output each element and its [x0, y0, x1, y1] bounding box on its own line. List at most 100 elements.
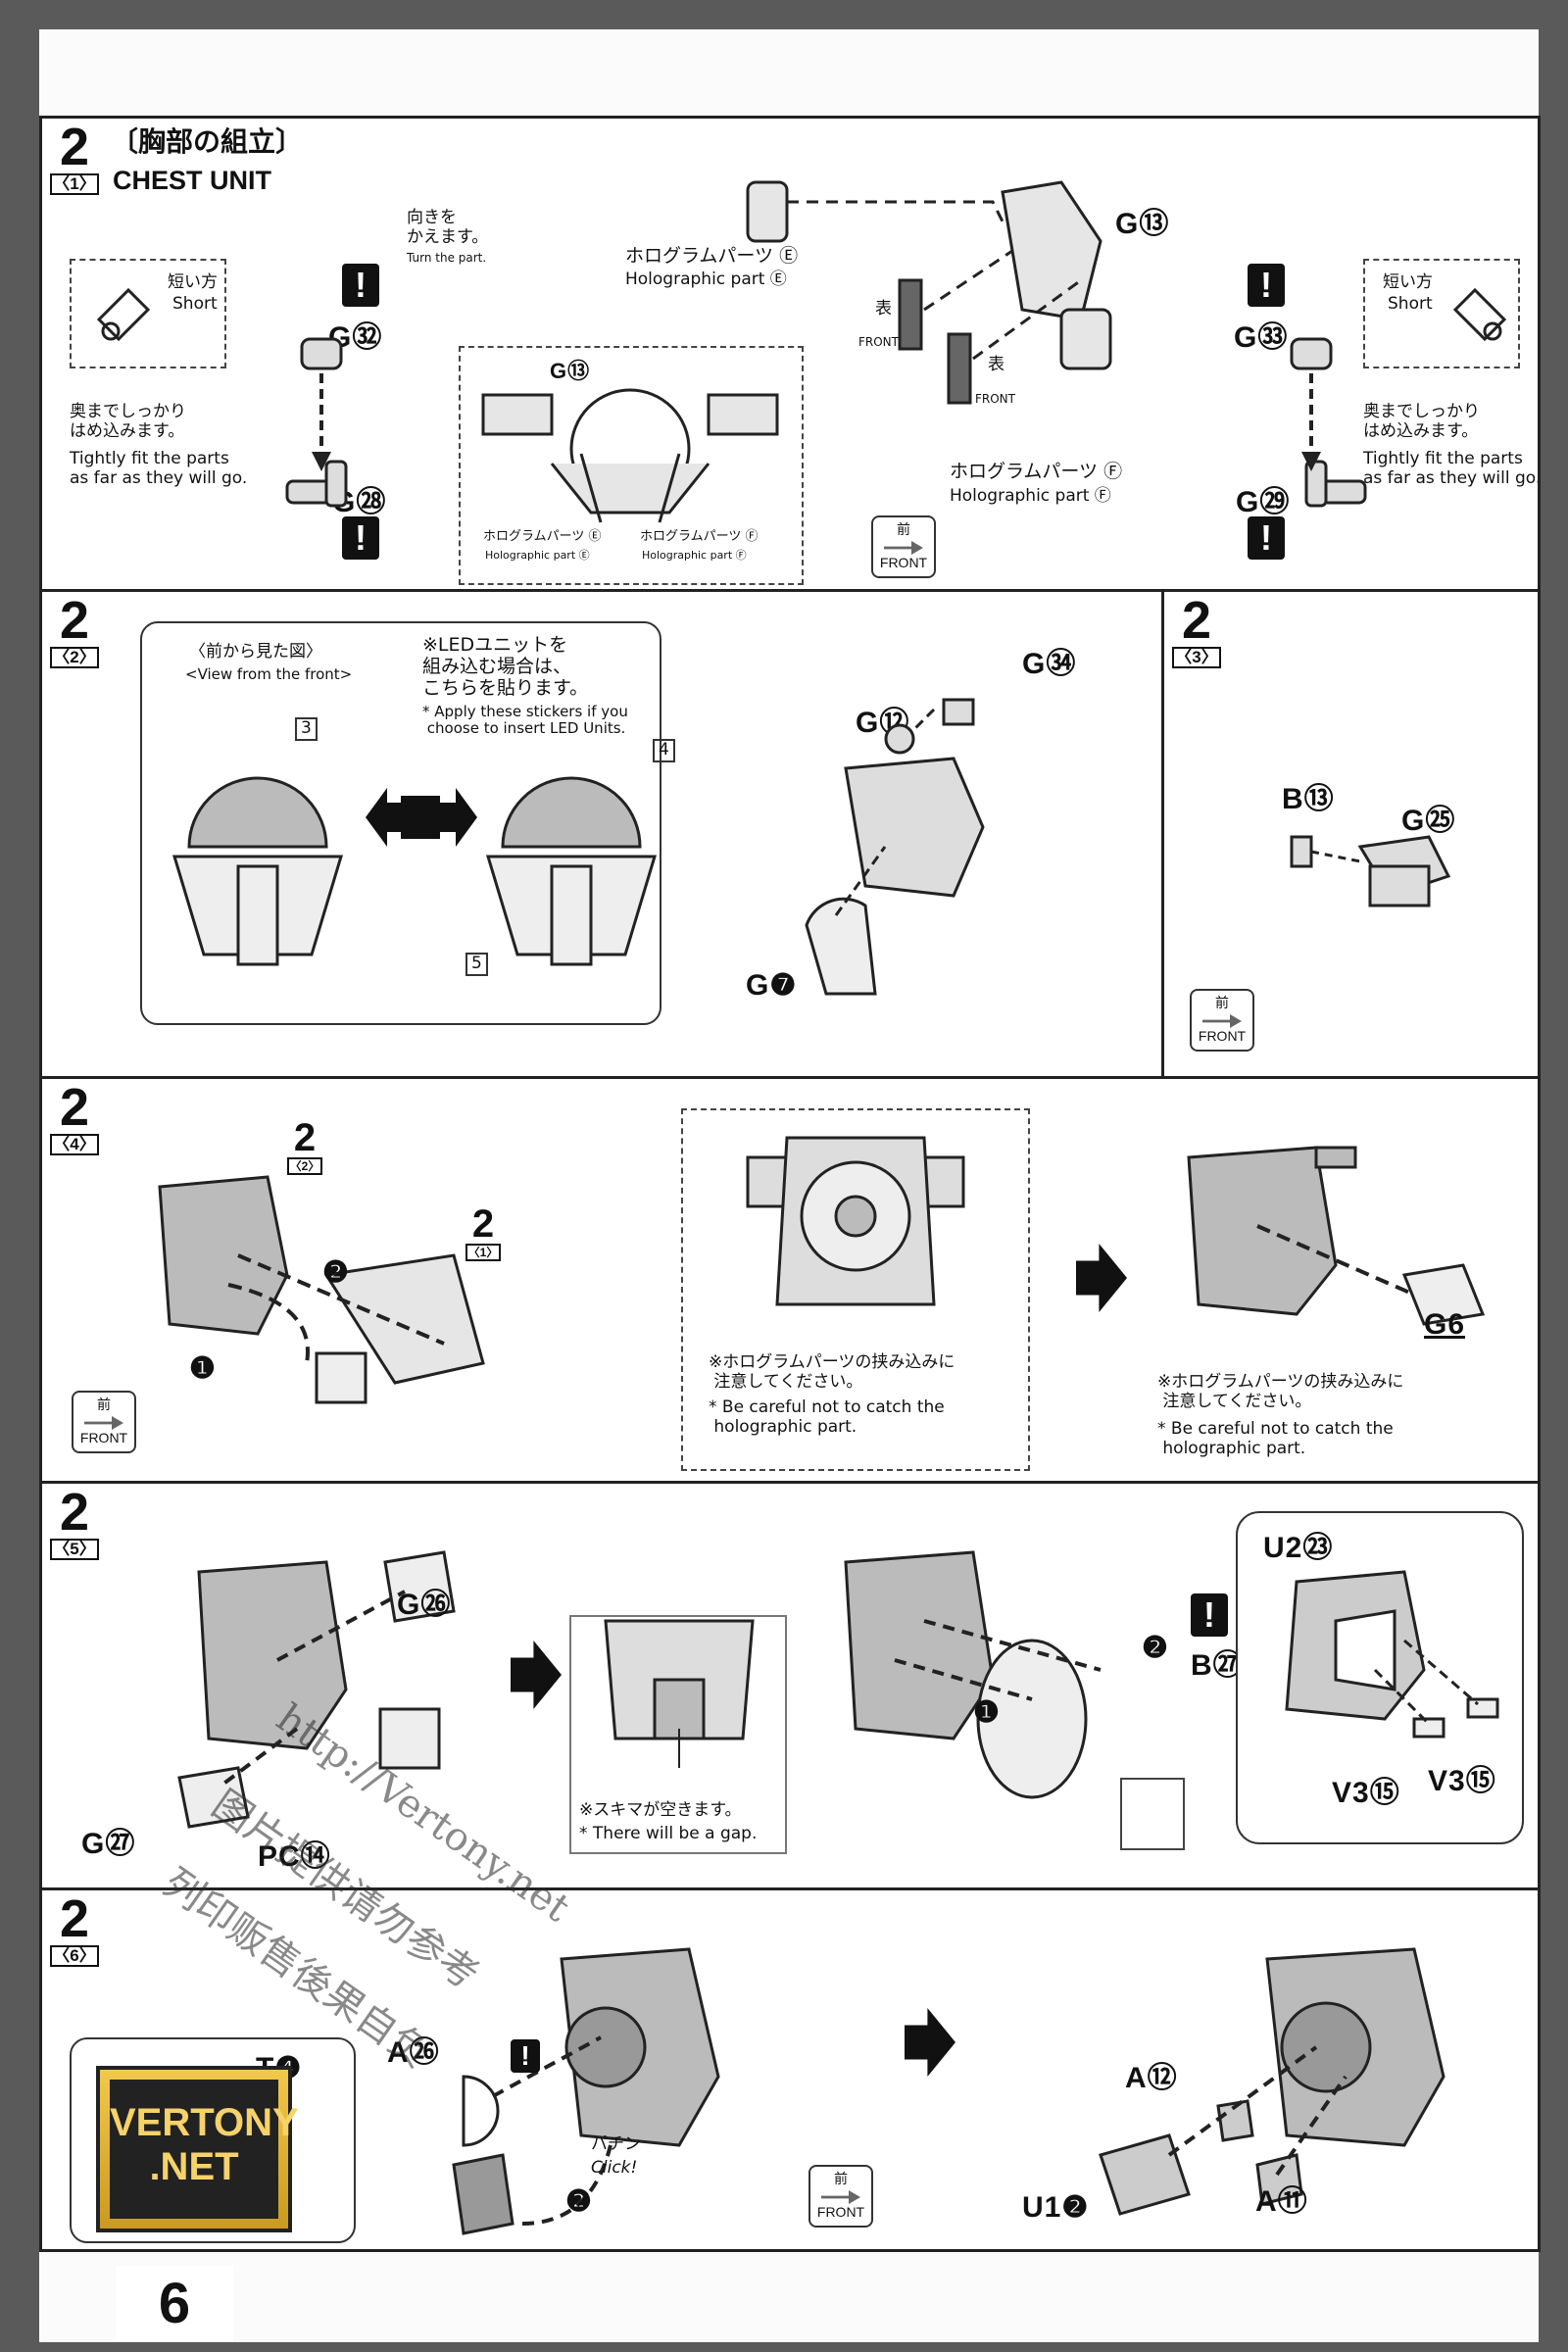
part-g13-inset: G⑬ [550, 359, 591, 383]
step-number: 2 〈6〉 [50, 1892, 99, 1967]
step-num-2: ❷ [1142, 1632, 1169, 1664]
omote-label: 表 [875, 299, 892, 318]
part-u12: U1❷ [1022, 2191, 1090, 2224]
sub-assembly-drawing [1290, 835, 1451, 907]
chest-core-assembly-drawing [158, 1175, 485, 1404]
part-a26: A㉖ [387, 2036, 440, 2069]
holo-f-label-jp: ホログラムパーツ Ⓕ [950, 461, 1123, 482]
short-part-box-left [70, 259, 226, 368]
chest-side-assembly-drawing [1187, 1146, 1486, 1326]
part-b27: B㉗ [1191, 1649, 1244, 1682]
part-a11: A⑪ [1255, 2185, 1308, 2218]
step-number: 2 〈2〉 [50, 594, 99, 668]
turn-note-jp: 向きを かえます。 [407, 208, 489, 247]
warning-icon: ! [1248, 264, 1285, 307]
part-b13: B⑬ [1282, 783, 1335, 815]
holo-caution-en: * Be careful not to catch the holographi… [709, 1397, 945, 1437]
view-front-en: <View from the front> [185, 665, 353, 683]
holo-e-small-en: Holographic part Ⓔ [485, 549, 590, 562]
chest-front-drawing-left [172, 776, 344, 966]
chest-body-drawing-5b [844, 1550, 1102, 1799]
holo-f-small-en: Holographic part Ⓕ [642, 549, 747, 562]
part-g34: G㉞ [1022, 648, 1077, 680]
sticker-5: 5 [466, 953, 488, 976]
warning-icon: ! [1248, 516, 1285, 560]
short-part-icon-left [96, 287, 151, 342]
short-label-jp-left: 短い方 [168, 272, 218, 292]
step-num-2: ❷ [322, 1256, 350, 1289]
fit-note-jp-left: 奥までしっかり はめ込みます。 [70, 402, 186, 441]
part-g13: G⑬ [1115, 208, 1170, 240]
front-label-small: FRONT [858, 335, 899, 349]
part-g6: G6 [1424, 1308, 1466, 1341]
part-v315-b: V3⑮ [1428, 1765, 1496, 1797]
holographic-caution-box [681, 1108, 1030, 1471]
joint-part-drawing-left [285, 337, 348, 508]
next-step-arrow [1076, 1244, 1127, 1312]
chest-frame-drawing-inset [481, 388, 779, 523]
step-num-1: ❶ [189, 1352, 217, 1385]
inset-box [459, 346, 804, 585]
led-note-jp: ※LEDユニットを 組み込む場合は、 こちらを貼ります。 [422, 634, 589, 699]
step-num-1: ❶ [973, 1696, 1001, 1729]
part-u223: U2㉓ [1263, 1532, 1334, 1564]
step-number: 2 〈3〉 [1172, 594, 1221, 668]
holo-e-label-jp: ホログラムパーツ Ⓔ [625, 245, 799, 267]
holo-caution-jp: ※ホログラムパーツの挟み込みに 注意してください。 [709, 1352, 956, 1392]
joint-part-drawing-right [1290, 337, 1367, 508]
led-note-en: * Apply these stickers if you choose to … [422, 703, 628, 738]
step-number: 2 〈5〉 [50, 1486, 99, 1560]
next-step-arrow [905, 2008, 956, 2077]
view-front-jp: 〈前から見た図〉 [189, 642, 322, 662]
manual-page: 2 〈1〉 〔胸部の組立〕 CHEST UNIT 短い方 Short ! G㉜ … [39, 29, 1541, 2342]
chest-body-drawing-6a [452, 1947, 720, 2235]
part-pc14: PC⑭ [258, 1840, 331, 1873]
short-label-en-right: Short [1388, 294, 1433, 314]
step-reference-2-1: 2 〈1〉 [466, 1204, 501, 1261]
part-a12: A⑫ [1125, 2062, 1178, 2094]
step-number: 2 〈4〉 [50, 1081, 99, 1155]
step-2-5-panel: 2 〈5〉 G㉖ G㉗ PC⑭ ※スキマが空きます。 * There will … [39, 1481, 1541, 1890]
holo-e-small-jp: ホログラムパーツ Ⓔ [483, 529, 602, 544]
sticker-4: 4 [653, 739, 675, 762]
part-g33: G㉝ [1234, 321, 1289, 354]
short-part-box-right [1363, 259, 1520, 368]
warning-icon: ! [511, 2039, 540, 2073]
part-g25: G㉕ [1401, 805, 1456, 837]
part-g27: G㉗ [81, 1828, 136, 1860]
holo-caution2-jp: ※ホログラムパーツの挟み込みに 注意してください。 [1157, 1372, 1404, 1411]
sticker-option-icon [401, 796, 440, 839]
warning-icon: ! [1191, 1593, 1228, 1637]
holo-caution2-en: * Be careful not to catch the holographi… [1157, 1419, 1394, 1458]
click-jp: パチン [591, 2134, 641, 2154]
short-label-jp-right: 短い方 [1383, 272, 1433, 292]
warning-icon: ! [342, 264, 379, 307]
step-reference-2-2: 2 〈2〉 [287, 1118, 322, 1175]
omote-label: 表 [988, 355, 1004, 374]
part-g29: G㉙ [1236, 486, 1291, 518]
section-title-en: CHEST UNIT [113, 166, 271, 195]
chest-body-drawing-5a [177, 1550, 456, 1829]
gap-note-box [569, 1615, 787, 1854]
gap-note-jp: ※スキマが空きます。 [579, 1800, 742, 1820]
detail-small-box [1120, 1778, 1185, 1850]
step-2-2-panel: 2 〈2〉 〈前から見た図〉 <View from the front> ※LE… [39, 589, 1164, 1079]
sticker-3: 3 [295, 717, 318, 741]
step-num-2: ❷ [565, 2185, 593, 2218]
gap-detail-drawing [604, 1619, 755, 1768]
next-step-arrow [511, 1641, 562, 1709]
u2-ring-drawing [1285, 1570, 1499, 1739]
step-sub: 〈1〉 [50, 173, 99, 195]
chest-front-view-drawing [746, 1136, 965, 1306]
fit-note-jp-right: 奥までしっかり はめ込みます。 [1363, 402, 1480, 441]
fit-note-en-left: Tightly fit the parts as far as they wil… [70, 449, 248, 488]
short-label-en-left: Short [172, 294, 218, 314]
holo-e-label-en: Holographic part Ⓔ [625, 270, 787, 289]
chest-body-drawing-6b [1099, 1947, 1446, 2216]
chest-frame-assembly-drawing [746, 180, 1112, 405]
